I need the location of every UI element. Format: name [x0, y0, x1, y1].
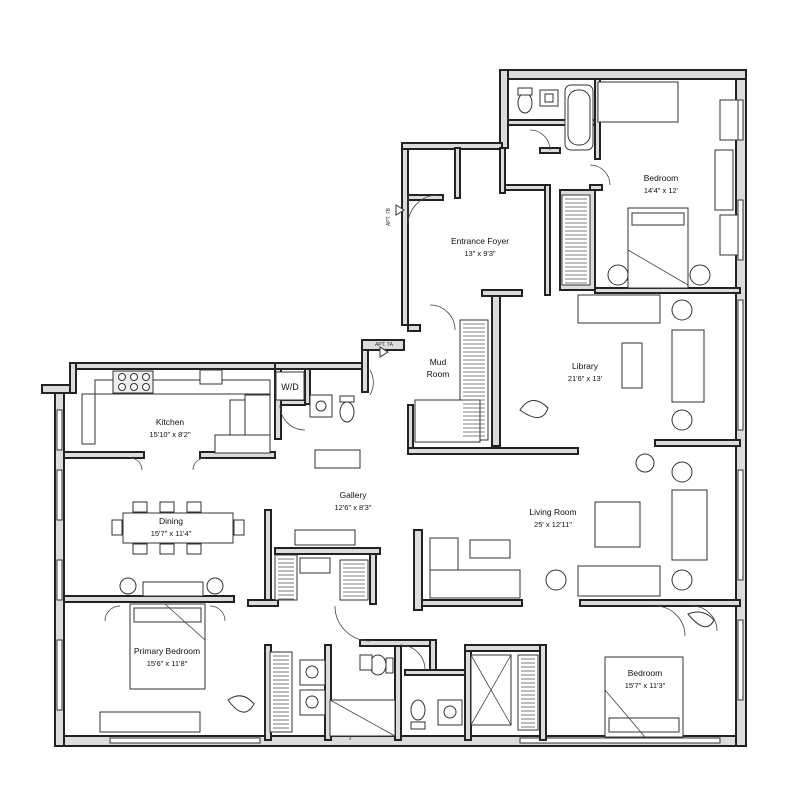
room-dims-living-room: 25' x 12'11" [534, 520, 572, 529]
primary-bedroom-furniture [99, 603, 255, 733]
room-name-living-room: Living Room [529, 507, 576, 517]
door-swings [104, 129, 718, 741]
ne-bathroom-fixtures [517, 84, 594, 151]
kitchen-fixtures [81, 369, 271, 454]
room-name-mud-room: Room [427, 369, 450, 379]
room-dims-bedroom-ne: 14'4" x 12' [644, 186, 679, 195]
ne-bedroom-furniture [597, 81, 734, 289]
room-dims-primary-bedroom: 15'6" x 11'8" [147, 659, 188, 668]
interior-walls [63, 78, 741, 741]
windows [56, 99, 744, 744]
room-dims-bedroom-se: 15'7" x 11'3" [625, 681, 666, 690]
apt-marker-top: APT. 7B [386, 207, 392, 226]
bottom-bathroom-fixtures [299, 654, 512, 737]
powder-room-fixtures [309, 394, 361, 469]
washer-dryer-label: W/D [281, 382, 299, 392]
room-name-kitchen: Kitchen [156, 417, 185, 427]
apt-marker-mid: APT. 7A [375, 342, 394, 348]
room-dims-entrance-foyer: 13" x 9'3" [464, 249, 496, 258]
room-dims-dining: 15'7" x 11'4" [151, 529, 192, 538]
closet-hatching [273, 198, 587, 729]
room-name-gallery: Gallery [340, 490, 368, 500]
room-name-entrance-foyer: Entrance Foyer [451, 236, 509, 246]
room-labels: Bedroom 14'4" x 12' Entrance Foyer 13" x… [134, 173, 679, 690]
room-name-mud: Mud [430, 357, 447, 367]
se-bedroom-furniture [604, 656, 684, 738]
room-dims-gallery: 12'6" x 8'3" [335, 503, 372, 512]
room-name-bedroom-se: Bedroom [628, 668, 663, 678]
room-name-library: Library [572, 361, 599, 371]
living-furniture [429, 461, 715, 628]
room-name-bedroom-ne: Bedroom [644, 173, 679, 183]
room-name-primary-bedroom: Primary Bedroom [134, 646, 200, 656]
room-dims-kitchen: 15'10" x 8'2" [149, 430, 190, 439]
room-dims-library: 21'6" x 13' [568, 374, 603, 383]
room-name-dining: Dining [159, 516, 183, 526]
dining-furniture [111, 501, 356, 597]
apt-markers [379, 204, 405, 358]
library-furniture [519, 294, 705, 473]
gallery-furniture [299, 557, 331, 574]
